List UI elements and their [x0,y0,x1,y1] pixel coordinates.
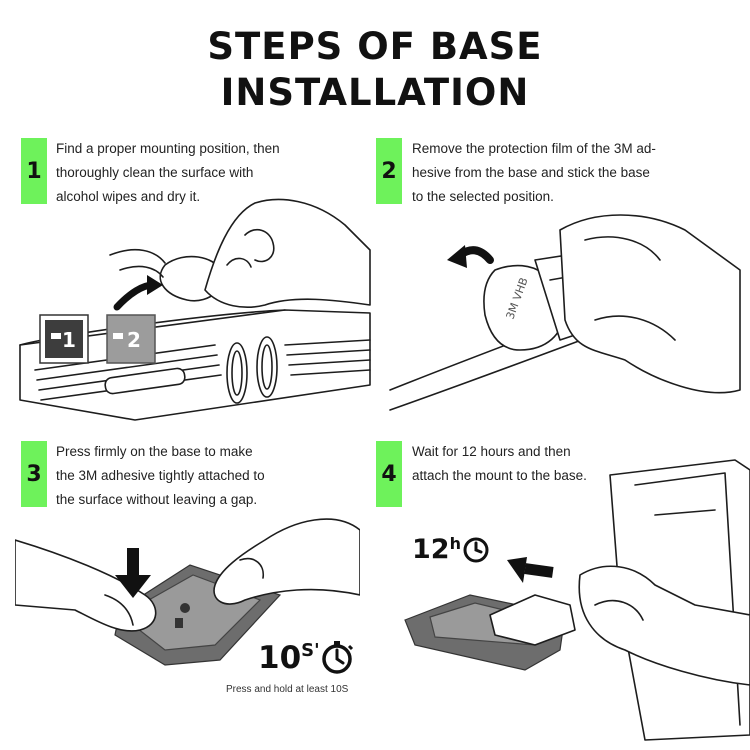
timer-10s: 10S' [258,640,320,676]
clock-icon-12h [463,537,489,563]
step-4-number: 4 [376,441,402,507]
step-1-text: Find a proper mounting position, then th… [56,141,280,204]
timer-10s-value: 10 [258,640,302,676]
title-line-1: STEPS OF BASE [207,25,543,68]
press-hold-caption: Press and hold at least 10S [226,684,349,695]
step-1-illustration: 1 2 [19,198,371,421]
step-2-illustration: 3M VHB [389,214,741,411]
step-4-text: Wait for 12 hours and then attach the mo… [412,444,587,483]
step-2-number: 2 [376,138,402,204]
step-3-illustration [15,518,360,666]
badge-one: 1 [62,328,76,352]
timer-12h-value: 12 [412,534,450,565]
timer-10s-unit: S' [301,640,320,661]
step-1-number: 1 [21,138,47,204]
step-2-text: Remove the protection film of the 3M ad-… [412,141,656,204]
timer-12h-unit: h [449,534,461,553]
title-line-2: INSTALLATION [220,71,530,114]
badge-two: 2 [127,328,141,352]
timer-12h: 12h [412,534,461,565]
stopwatch-icon [322,641,354,674]
step-3-text: Press firmly on the base to make the 3M … [56,444,265,507]
step-4-illustration [404,459,750,741]
step-3-number: 3 [21,441,47,507]
